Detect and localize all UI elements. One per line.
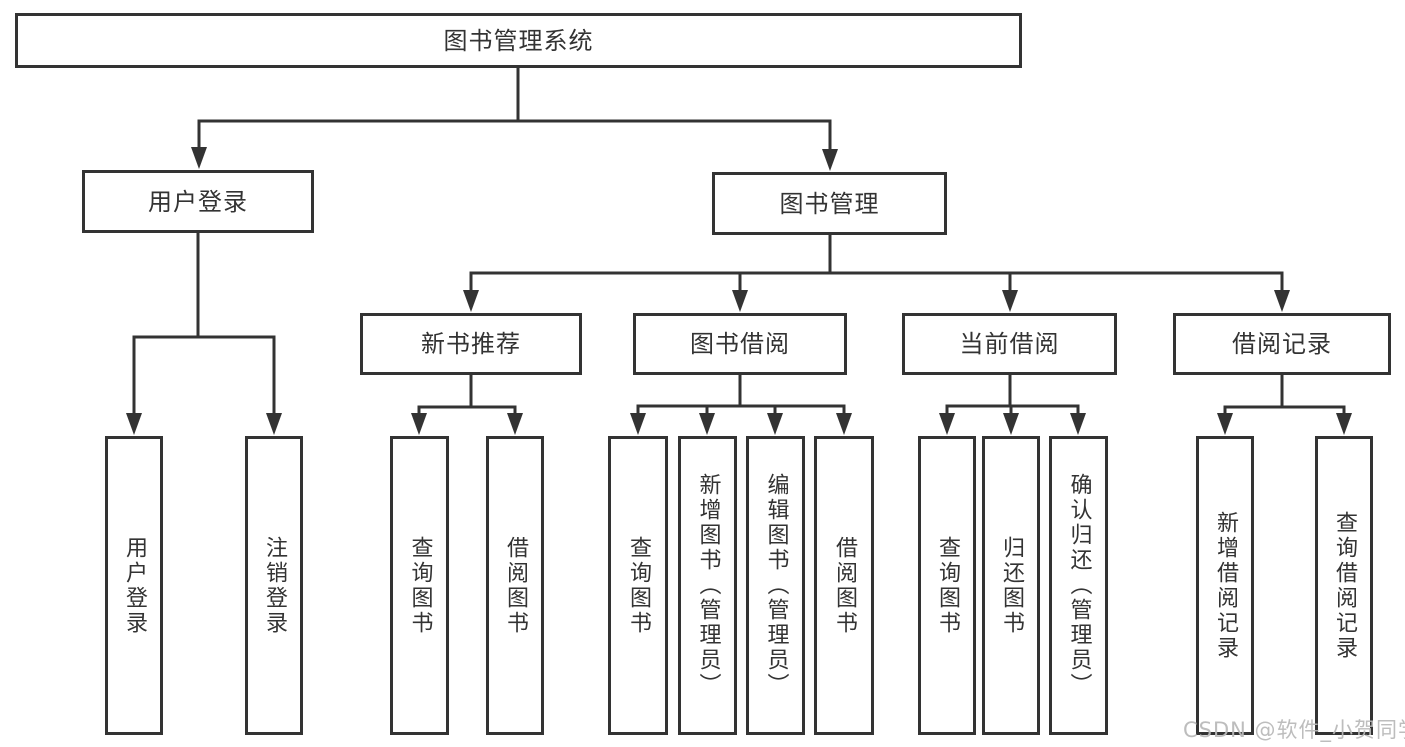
- leaf-return-books-label: 归还图书: [999, 535, 1024, 636]
- leaf-query-books-newbooks-label: 查询图书: [407, 535, 433, 636]
- leaf-query-borrow-record: 查询借阅记录: [1315, 436, 1373, 735]
- leaf-add-borrow-record: 新增借阅记录: [1196, 436, 1254, 735]
- leaf-query-borrow-record-label: 查询借阅记录: [1332, 510, 1357, 661]
- node-borrowing-records: 借阅记录: [1173, 313, 1391, 375]
- leaf-confirm-return-admin-label: 确认归还（管理员）: [1066, 473, 1092, 698]
- leaf-logout-label: 注销登录: [262, 535, 287, 636]
- leaf-query-books-borrowing-label: 查询图书: [626, 535, 651, 636]
- leaf-user-login-label: 用户登录: [122, 535, 147, 636]
- leaf-query-books-current: 查询图书: [918, 436, 976, 735]
- node-book-borrowing-label: 图书借阅: [690, 330, 790, 358]
- node-current-borrowing-label: 当前借阅: [959, 330, 1060, 358]
- watermark: CSDN @软件_小贺同学: [1183, 718, 1405, 742]
- leaf-borrow-books-borrowing-label: 借阅图书: [832, 535, 857, 636]
- leaf-add-book-admin-label: 新增图书（管理员）: [695, 473, 721, 698]
- node-root-label: 图书管理系统: [443, 26, 594, 55]
- node-book-management-label: 图书管理: [779, 189, 880, 218]
- node-new-book-recommend: 新书推荐: [360, 313, 582, 375]
- leaf-edit-book-admin: 编辑图书（管理员）: [746, 436, 805, 735]
- leaf-return-books: 归还图书: [982, 436, 1040, 735]
- leaf-query-books-current-label: 查询图书: [935, 535, 960, 636]
- leaf-add-borrow-record-label: 新增借阅记录: [1213, 510, 1238, 661]
- leaf-user-login: 用户登录: [105, 436, 163, 735]
- arrowhead-icons: [126, 147, 1352, 435]
- leaf-query-books-borrowing: 查询图书: [608, 436, 668, 735]
- leaf-logout: 注销登录: [245, 436, 303, 735]
- node-user-login: 用户登录: [82, 170, 314, 233]
- leaf-borrow-books-newbooks: 借阅图书: [486, 436, 544, 735]
- leaf-edit-book-admin-label: 编辑图书（管理员）: [763, 473, 789, 698]
- leaf-borrow-books-borrowing: 借阅图书: [814, 436, 874, 735]
- node-user-login-label: 用户登录: [148, 187, 248, 216]
- node-root-system: 图书管理系统: [15, 13, 1022, 68]
- leaf-confirm-return-admin: 确认归还（管理员）: [1049, 436, 1108, 735]
- node-book-borrowing: 图书借阅: [633, 313, 847, 375]
- node-current-borrowing: 当前借阅: [902, 313, 1117, 375]
- leaf-query-books-newbooks: 查询图书: [390, 436, 449, 735]
- leaf-add-book-admin: 新增图书（管理员）: [678, 436, 737, 735]
- node-new-book-recommend-label: 新书推荐: [421, 330, 521, 358]
- node-borrowing-records-label: 借阅记录: [1232, 330, 1332, 358]
- node-book-management: 图书管理: [712, 172, 947, 235]
- leaf-borrow-books-newbooks-label: 借阅图书: [503, 535, 528, 636]
